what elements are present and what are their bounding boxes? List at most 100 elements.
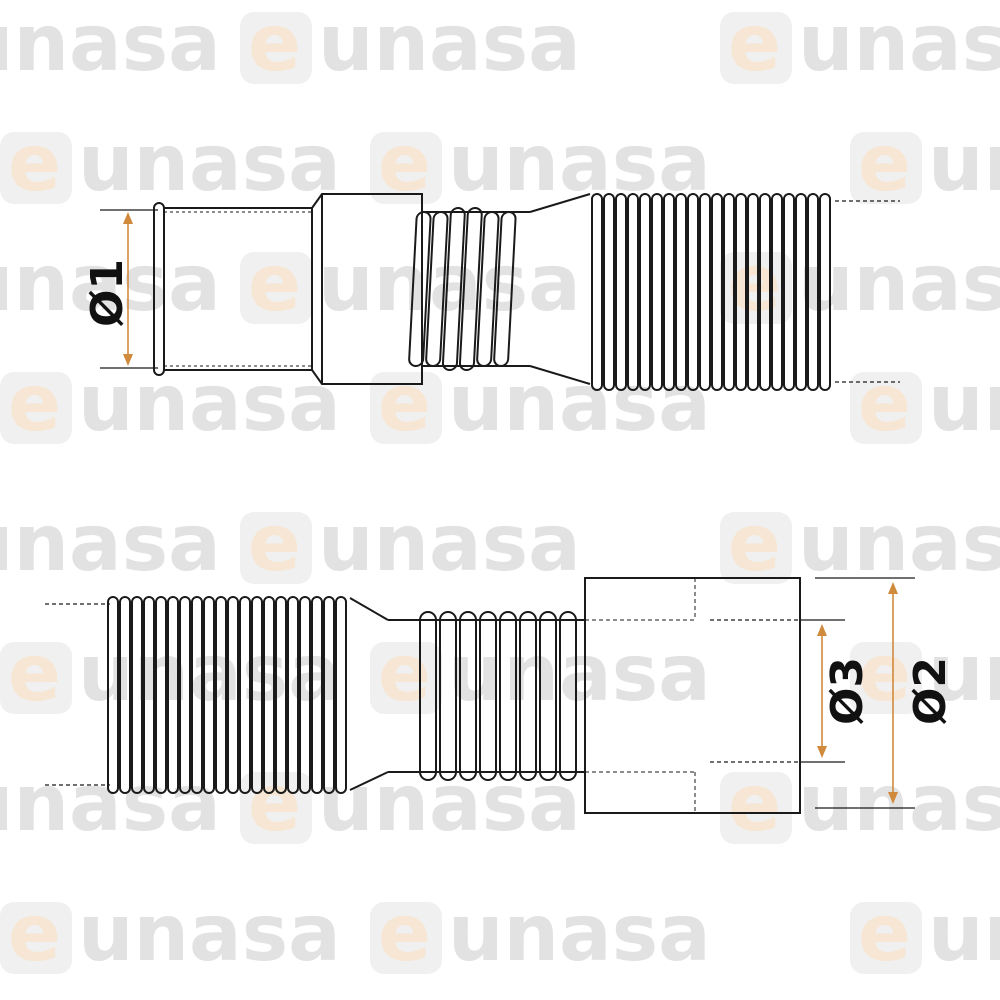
bottom-fitting xyxy=(45,577,915,814)
hose-ring xyxy=(131,596,143,794)
hose-ring xyxy=(263,596,275,794)
spring-coil xyxy=(458,207,483,371)
svg-text:e: e xyxy=(248,499,301,589)
svg-text:unasa: unasa xyxy=(318,0,581,89)
svg-text:unasa: unasa xyxy=(78,889,341,979)
hose-ring xyxy=(251,596,263,794)
svg-text:unasa: unasa xyxy=(0,0,221,89)
svg-text:e: e xyxy=(8,119,61,209)
d3-arrow xyxy=(817,624,827,758)
hose-ring xyxy=(239,596,251,794)
hose-ring xyxy=(203,596,215,794)
svg-text:e: e xyxy=(858,359,911,449)
svg-text:unasa: unasa xyxy=(0,499,221,589)
d1-label: Ø1 xyxy=(82,259,133,327)
spring-coil xyxy=(419,611,437,781)
svg-text:unasa: unasa xyxy=(78,359,341,449)
hose-ring xyxy=(107,596,119,794)
svg-text:e: e xyxy=(858,119,911,209)
hose-ring xyxy=(747,193,759,391)
spring-coil xyxy=(479,611,497,781)
spring-coil xyxy=(519,611,537,781)
svg-text:unasa: unasa xyxy=(448,889,711,979)
svg-text:e: e xyxy=(378,629,431,719)
spring-coils xyxy=(419,611,577,781)
svg-text:unasa: unasa xyxy=(928,359,1000,449)
svg-text:unasa: unasa xyxy=(798,239,1000,329)
svg-text:e: e xyxy=(8,359,61,449)
svg-text:e: e xyxy=(728,0,781,89)
hose-ring xyxy=(215,596,227,794)
hose-ring xyxy=(687,193,699,391)
sleeve xyxy=(584,577,801,814)
svg-text:unasa: unasa xyxy=(928,119,1000,209)
hose-ring xyxy=(323,596,335,794)
hose-ring xyxy=(639,193,651,391)
hose-ring xyxy=(179,596,191,794)
hose-ring xyxy=(795,193,807,391)
hose-ring xyxy=(627,193,639,391)
svg-text:unasa: unasa xyxy=(78,629,341,719)
hose-ring xyxy=(191,596,203,794)
top-fitting xyxy=(100,193,900,391)
svg-text:unasa: unasa xyxy=(928,889,1000,979)
svg-text:e: e xyxy=(728,759,781,849)
cone xyxy=(349,597,389,791)
hose-ring xyxy=(311,596,323,794)
svg-text:e: e xyxy=(248,239,301,329)
hose-ring xyxy=(699,193,711,391)
svg-text:e: e xyxy=(378,889,431,979)
spring-coil xyxy=(459,611,477,781)
hose-ring xyxy=(723,193,735,391)
spring-coil xyxy=(425,211,449,367)
svg-text:e: e xyxy=(858,629,911,719)
hose-ring xyxy=(227,596,239,794)
d3-label: Ø3 xyxy=(822,657,873,725)
hose-ring xyxy=(675,193,687,391)
hose-ring xyxy=(591,193,603,391)
hose-ring xyxy=(711,193,723,391)
d2-label: Ø2 xyxy=(905,657,956,725)
hose-ring xyxy=(771,193,783,391)
svg-text:e: e xyxy=(728,499,781,589)
spring-coil xyxy=(493,211,517,367)
d2-arrow xyxy=(888,582,898,804)
pipe-lip xyxy=(153,202,165,376)
spring-coil xyxy=(539,611,557,781)
hose-ring xyxy=(603,193,615,391)
d1-arrow xyxy=(123,212,133,366)
hose-ring xyxy=(759,193,771,391)
corrugated-hose xyxy=(591,193,831,391)
hose-ring xyxy=(807,193,819,391)
hose-ring xyxy=(335,596,347,794)
svg-text:e: e xyxy=(8,889,61,979)
svg-text:e: e xyxy=(248,0,301,89)
hose-ring xyxy=(287,596,299,794)
hose-ring xyxy=(783,193,795,391)
cone xyxy=(529,193,591,385)
svg-text:unasa: unasa xyxy=(798,499,1000,589)
svg-text:unasa: unasa xyxy=(0,759,221,849)
hose-ring xyxy=(819,193,831,391)
hose-ring xyxy=(651,193,663,391)
spring-coil xyxy=(439,611,457,781)
hose-ring xyxy=(143,596,155,794)
